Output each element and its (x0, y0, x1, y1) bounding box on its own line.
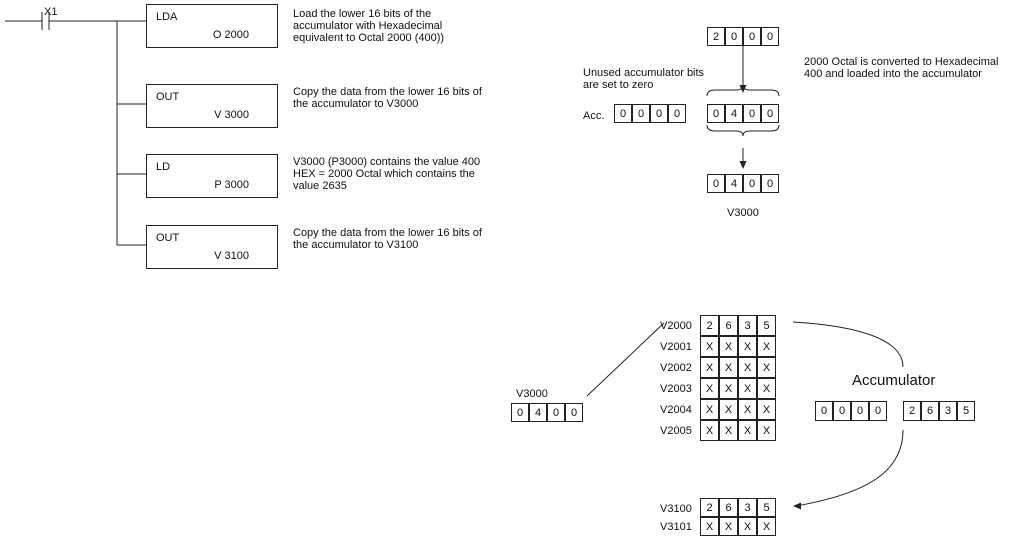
instruction-comment: Copy the data from the lower 16 bits of … (293, 227, 482, 251)
memory-cell: X (757, 399, 776, 420)
octal-digit: 0 (725, 27, 743, 46)
memory-cell: 6 (719, 315, 738, 336)
pointer-digit: 0 (547, 403, 565, 422)
octal-digit: 0 (761, 27, 779, 46)
memory-cell: X (700, 357, 719, 378)
acc-lower-digit: 4 (725, 104, 743, 123)
dest-cell: 3 (738, 498, 757, 517)
address-label: V3101 (660, 521, 692, 533)
instruction-mnemonic: LD (156, 161, 171, 173)
instruction-ld: LD P 3000 (146, 154, 278, 198)
instruction-comment: V3000 (P3000) contains the value 400 HEX… (293, 156, 481, 192)
octal-digit: 2 (707, 27, 725, 46)
acc-lower-digit: 0 (743, 104, 761, 123)
address-label: V2003 (660, 383, 692, 395)
instruction-out-v3100: OUT V 3100 (146, 225, 278, 269)
instruction-comment: Copy the data from the lower 16 bits of … (293, 86, 482, 110)
v3000-digit: 0 (743, 174, 761, 193)
acc-upper-digit: 0 (614, 104, 632, 123)
accumulator-digit: 0 (869, 401, 887, 421)
accumulator-digit: 5 (957, 401, 975, 421)
pointer-digit: 0 (565, 403, 583, 422)
accumulator-digit: 2 (903, 401, 921, 421)
instruction-mnemonic: LDA (156, 11, 178, 23)
memory-cell: 3 (738, 315, 757, 336)
v3000-digit: 0 (707, 174, 725, 193)
address-label: V3100 (660, 503, 692, 515)
dest-cell: 2 (700, 498, 719, 517)
memory-cell: 5 (757, 315, 776, 336)
accumulator-digit: 6 (921, 401, 939, 421)
memory-cell: X (757, 420, 776, 441)
pointer-label: V3000 (516, 388, 548, 400)
address-label: V2002 (660, 362, 692, 374)
v3000-digit: 0 (761, 174, 779, 193)
memory-cell: X (738, 357, 757, 378)
memory-cell: X (719, 420, 738, 441)
memory-cell: X (700, 420, 719, 441)
memory-cell: X (738, 399, 757, 420)
memory-cell: X (719, 378, 738, 399)
instruction-comment: Load the lower 16 bits of the accumulato… (293, 8, 445, 44)
octal-digit: 0 (743, 27, 761, 46)
pointer-digit: 0 (511, 403, 529, 422)
octal-conversion-note: 2000 Octal is converted to Hexadecimal 4… (804, 56, 999, 80)
dest-cell: X (757, 517, 776, 536)
accumulator-short-label: Acc. (583, 110, 605, 122)
pointer-digit: 4 (529, 403, 547, 422)
contact-label: X1 (44, 6, 58, 18)
memory-cell: X (757, 378, 776, 399)
memory-cell: X (757, 357, 776, 378)
instruction-operand: O 2000 (212, 29, 249, 41)
memory-cell: X (738, 420, 757, 441)
accumulator-label: Accumulator (852, 372, 936, 389)
memory-cell: X (700, 336, 719, 357)
instruction-operand: P 3000 (214, 179, 249, 191)
instruction-operand: V 3100 (214, 250, 249, 262)
instruction-operand: V 3000 (214, 109, 249, 121)
accumulator-digit: 0 (833, 401, 851, 421)
address-label: V2005 (660, 425, 692, 437)
memory-cell: X (700, 399, 719, 420)
address-label: V2004 (660, 404, 692, 416)
memory-cell: 2 (700, 315, 719, 336)
dest-cell: 5 (757, 498, 776, 517)
acc-upper-digit: 0 (632, 104, 650, 123)
address-label: V2000 (660, 320, 692, 332)
dest-cell: X (738, 517, 757, 536)
acc-lower-digit: 0 (707, 104, 725, 123)
memory-cell: X (738, 336, 757, 357)
instruction-out-v3000: OUT V 3000 (146, 84, 278, 128)
unused-bits-note: Unused accumulator bits are set to zero (583, 67, 705, 91)
memory-cell: X (757, 336, 776, 357)
instruction-lda: LDA O 2000 (146, 4, 278, 48)
dest-cell: X (700, 517, 719, 536)
instruction-mnemonic: OUT (156, 232, 180, 244)
accumulator-digit: 0 (851, 401, 869, 421)
memory-cell: X (719, 399, 738, 420)
acc-upper-digit: 0 (668, 104, 686, 123)
memory-cell: X (719, 357, 738, 378)
acc-upper-digit: 0 (650, 104, 668, 123)
address-label: V2001 (660, 341, 692, 353)
v3000-digit: 4 (725, 174, 743, 193)
dest-cell: X (719, 517, 738, 536)
acc-lower-digit: 0 (761, 104, 779, 123)
memory-cell: X (719, 336, 738, 357)
dest-cell: 6 (719, 498, 738, 517)
instruction-mnemonic: OUT (156, 91, 180, 103)
accumulator-digit: 3 (939, 401, 957, 421)
memory-cell: X (700, 378, 719, 399)
v3000-label: V3000 (727, 207, 759, 219)
accumulator-digit: 0 (815, 401, 833, 421)
memory-cell: X (738, 378, 757, 399)
